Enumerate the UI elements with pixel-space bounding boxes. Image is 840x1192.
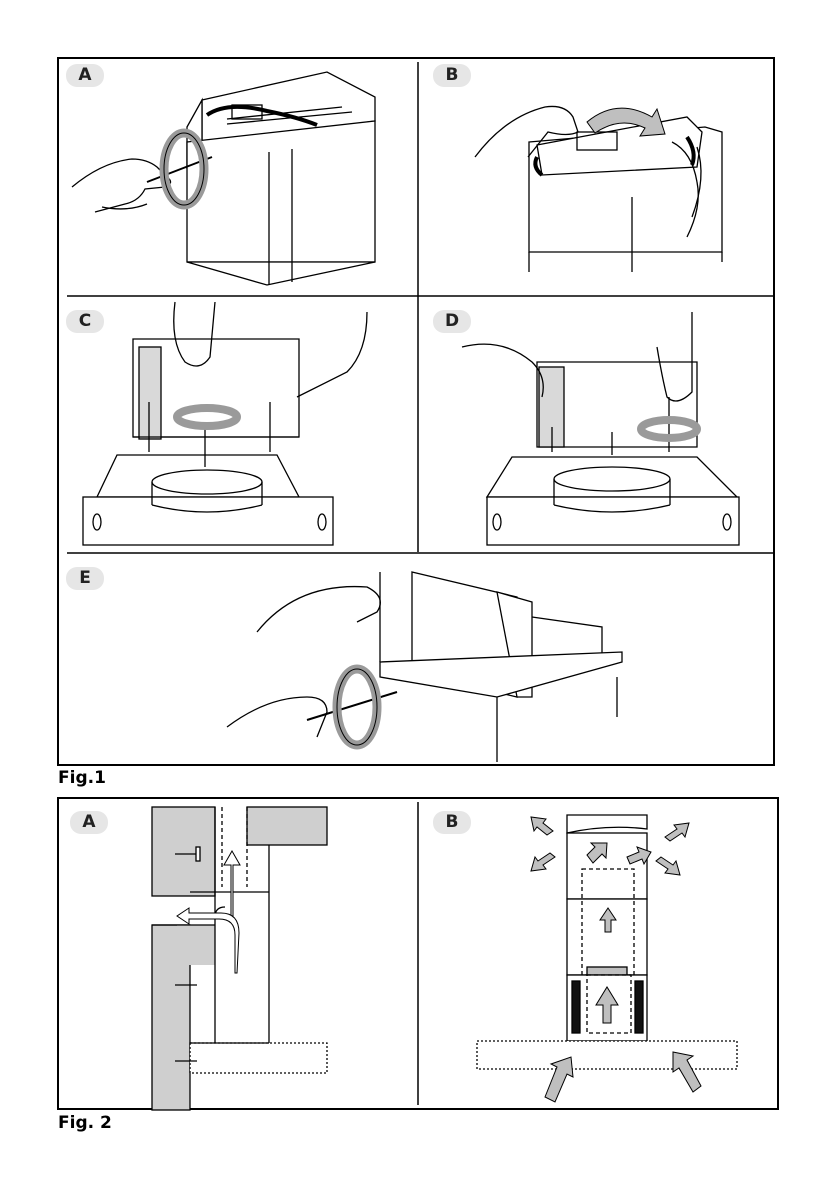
panel-d-plate [487,457,739,545]
fig2-drawing [57,797,781,1113]
fig1-panel-d-label: D [433,310,471,333]
panel-b-box [529,117,722,272]
fig1-panel-b-label: B [433,64,471,87]
fig1-caption: Fig.1 [58,768,106,788]
fig2-caption: Fig. 2 [58,1113,112,1133]
fig2-frame [57,797,779,1111]
fig1-frame [57,57,775,766]
fig2-panel-b-label: B [433,811,471,834]
fig1-panel-a-label: A [66,64,104,87]
fig2-panel-a-label: A [70,811,108,834]
fig1-panel-c-label: C [66,310,104,333]
panel-a-box [187,72,375,285]
fig1-drawing [57,57,777,768]
fig1-panel-e-label: E [66,567,104,590]
